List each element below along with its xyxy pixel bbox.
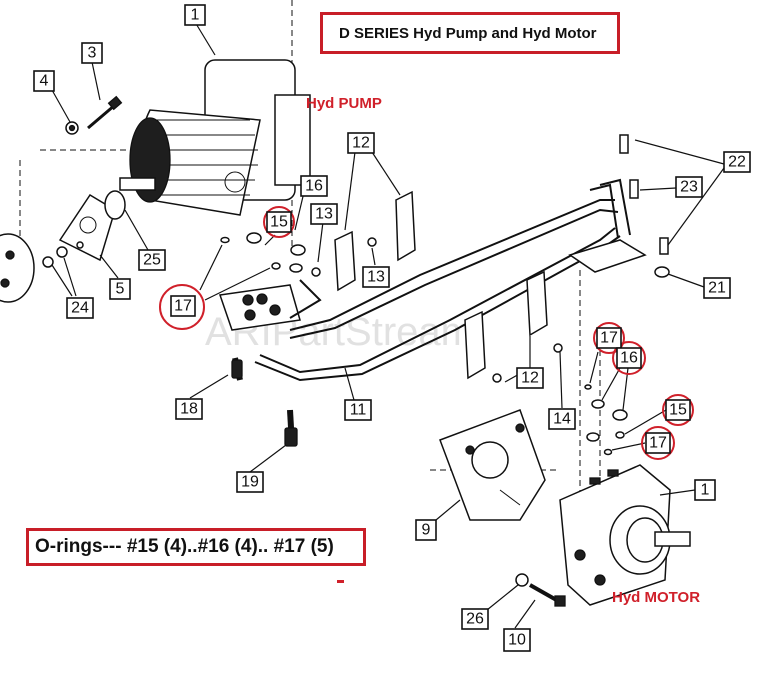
pump-label: Hyd PUMP: [306, 95, 382, 112]
svg-text:3: 3: [88, 45, 97, 62]
callout-12-top: 12: [347, 132, 375, 154]
callout-4: 4: [33, 70, 55, 92]
pump-orings: [220, 232, 306, 273]
callout-1-top: 1: [184, 4, 206, 26]
callout-15-top: 15: [266, 211, 292, 233]
svg-text:13: 13: [367, 269, 385, 286]
callout-24: 24: [66, 297, 94, 319]
callout-14: 14: [548, 408, 576, 430]
svg-text:18: 18: [180, 401, 198, 418]
svg-text:16: 16: [620, 350, 638, 367]
callout-13-mid: 13: [362, 266, 390, 288]
callout-17-left: 17: [170, 295, 196, 317]
callout-16-top: 16: [300, 175, 328, 197]
svg-text:10: 10: [508, 632, 526, 649]
svg-text:22: 22: [728, 154, 746, 171]
callout-19: 19: [236, 471, 264, 493]
svg-text:1: 1: [701, 482, 710, 499]
motor-orings: [584, 384, 628, 456]
highlight-circle-17-left: [159, 284, 205, 330]
callout-17-motor: 17: [596, 327, 622, 349]
svg-text:15: 15: [270, 214, 288, 231]
svg-text:25: 25: [143, 252, 161, 269]
callout-16-motor: 16: [616, 347, 642, 369]
svg-text:24: 24: [71, 300, 89, 317]
callout-5: 5: [109, 278, 131, 300]
pump-manifold-plate: [218, 284, 301, 447]
highlight-circle-16-motor: [612, 341, 646, 375]
highlight-circle-15-motor: [662, 394, 694, 426]
callout-15-motor: 15: [665, 399, 691, 421]
svg-text:26: 26: [466, 611, 484, 628]
callout-11: 11: [344, 399, 372, 421]
diagram-title: D SERIES Hyd Pump and Hyd Motor: [320, 12, 620, 54]
callout-13-top: 13: [310, 203, 338, 225]
svg-text:23: 23: [680, 179, 698, 196]
clamps-12: [311, 190, 563, 383]
coupling: [0, 190, 126, 303]
svg-text:4: 4: [40, 73, 49, 90]
svg-text:9: 9: [422, 522, 431, 539]
hyd-motor: [559, 464, 691, 606]
motor-label: Hyd MOTOR: [612, 589, 700, 606]
svg-text:17: 17: [600, 330, 618, 347]
callout-10: 10: [503, 628, 531, 652]
callout-9: 9: [415, 519, 437, 541]
callout-18: 18: [175, 398, 203, 420]
highlight-circle-17-motor: [593, 322, 625, 354]
bolt-10: [515, 573, 566, 607]
svg-text:19: 19: [241, 474, 259, 491]
callout-22: 22: [723, 151, 751, 173]
highlight-circle-15-top: [263, 206, 295, 238]
svg-text:13: 13: [315, 206, 333, 223]
highlight-circle-17-lower: [641, 426, 675, 460]
callout-1-motor: 1: [694, 479, 716, 501]
red-mark: [337, 580, 344, 583]
oring-note: O-rings--- #15 (4)..#16 (4).. #17 (5): [26, 528, 366, 566]
motor-bracket: [439, 409, 546, 521]
svg-text:12: 12: [521, 370, 539, 387]
highlight-circles: [159, 206, 694, 460]
callout-21: 21: [703, 277, 731, 299]
svg-text:5: 5: [116, 281, 125, 298]
callout-12-mid: 12: [516, 367, 544, 389]
callout-26: 26: [461, 608, 489, 630]
svg-text:21: 21: [708, 280, 726, 297]
svg-text:15: 15: [669, 402, 687, 419]
callout-23: 23: [675, 176, 703, 198]
svg-text:17: 17: [174, 298, 192, 315]
svg-text:14: 14: [553, 411, 571, 428]
svg-text:1: 1: [191, 7, 200, 24]
motor-manifold-plate: [568, 134, 670, 278]
svg-text:16: 16: [305, 178, 323, 195]
callout-25: 25: [138, 249, 166, 271]
hyd-pump: [119, 59, 311, 216]
svg-text:17: 17: [649, 435, 667, 452]
callout-17-lower: 17: [645, 432, 671, 454]
svg-text:12: 12: [352, 135, 370, 152]
bolt-3: [65, 95, 123, 135]
svg-text:11: 11: [350, 402, 367, 419]
callout-3: 3: [81, 42, 103, 64]
